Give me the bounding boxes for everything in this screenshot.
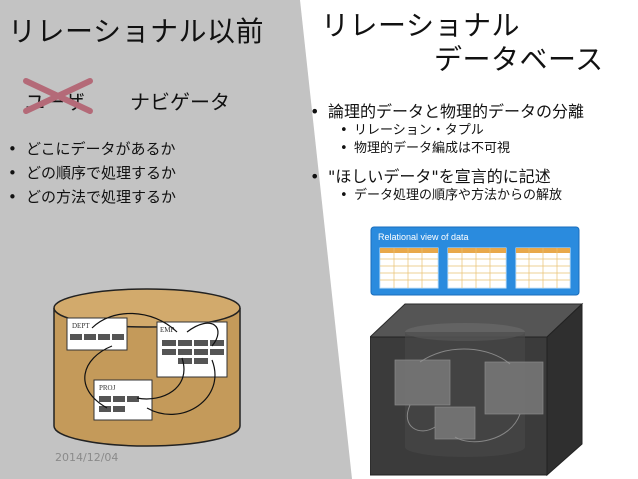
navigational-database-cylinder: DEPT EMP PROJ bbox=[53, 288, 241, 447]
cross-out-icon bbox=[23, 78, 93, 114]
left-bullet-item: どの方法で処理するか bbox=[8, 185, 176, 209]
relational-view-title: Relational view of data bbox=[378, 232, 469, 242]
right-sub-bullet-item: リレーション・タプル bbox=[310, 122, 635, 140]
emp-label: EMP bbox=[160, 326, 175, 334]
relation-table-2 bbox=[447, 247, 507, 289]
right-bullet-item: 論理的データと物理的データの分離 bbox=[310, 101, 635, 122]
slide-date: 2014/12/04 bbox=[55, 451, 119, 464]
dept-label: DEPT bbox=[72, 322, 90, 330]
left-title: リレーショナル以前 bbox=[8, 15, 264, 48]
relation-table-1 bbox=[379, 247, 439, 289]
navigator-label: ナビゲータ bbox=[130, 90, 230, 114]
opaque-physical-storage-cube bbox=[370, 302, 584, 477]
relational-view-panel: Relational view of data bbox=[370, 226, 580, 296]
emp-table: EMP bbox=[156, 321, 228, 378]
left-bullet-item: どこにデータがあるか bbox=[8, 137, 176, 161]
right-bullet-item: "ほしいデータ"を宣言的に記述 bbox=[310, 166, 635, 187]
right-title-line1: リレーショナル bbox=[321, 9, 520, 42]
right-title-line2: データベース bbox=[434, 43, 604, 76]
left-bullet-item: どの順序で処理するか bbox=[8, 161, 176, 185]
right-sub-bullet-item: データ処理の順序や方法からの解放 bbox=[310, 187, 635, 205]
left-bullet-list: どこにデータがあるか どの順序で処理するか どの方法で処理するか bbox=[8, 137, 176, 209]
proj-label: PROJ bbox=[99, 384, 116, 392]
right-sub-bullet-item: 物理的データ編成は不可視 bbox=[310, 140, 635, 158]
proj-table: PROJ bbox=[93, 379, 153, 421]
relation-table-3 bbox=[515, 247, 571, 289]
right-bullet-list: 論理的データと物理的データの分離 リレーション・タプル 物理的データ編成は不可視… bbox=[310, 98, 635, 205]
dept-table: DEPT bbox=[66, 317, 128, 351]
